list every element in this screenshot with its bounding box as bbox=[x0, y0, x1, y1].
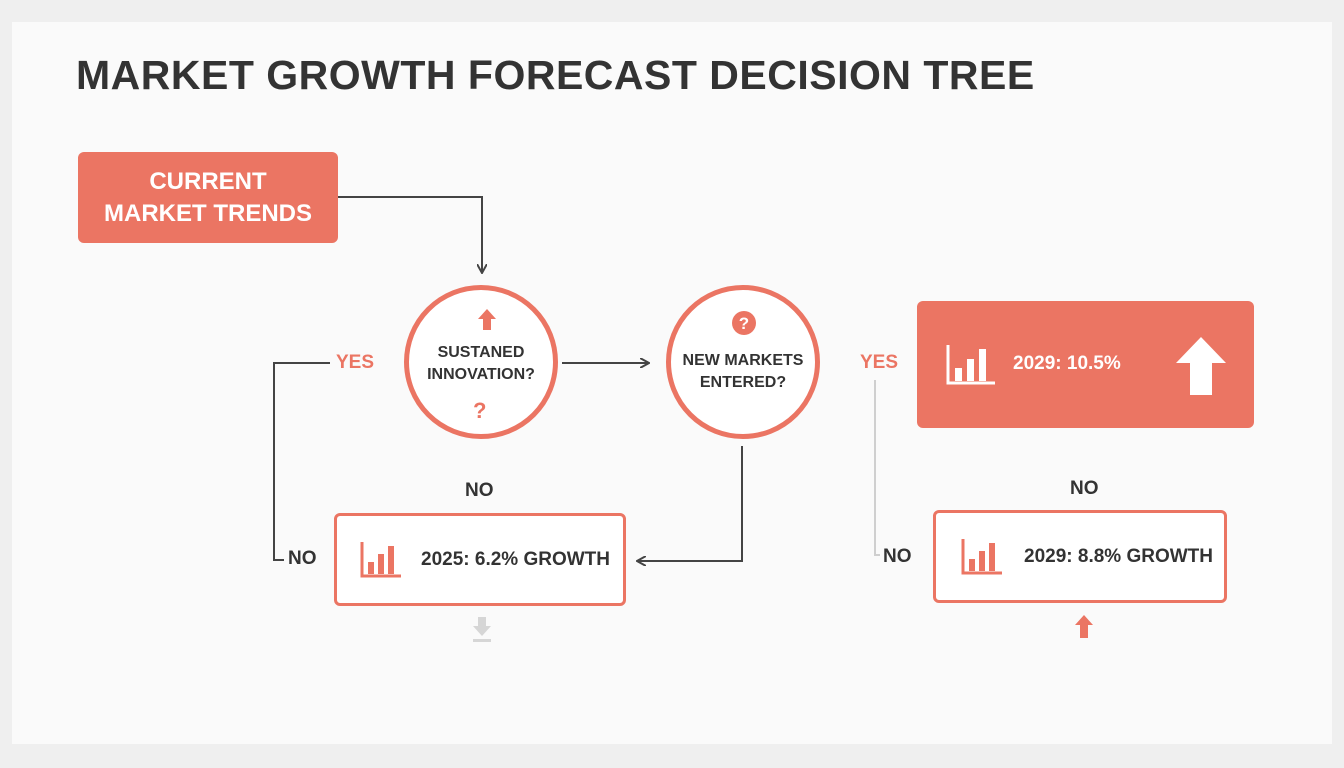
svg-text:?: ? bbox=[739, 314, 749, 333]
arrow-up-icon bbox=[478, 309, 496, 330]
decision-node-sustained-innovation: SUSTANED INNOVATION? ? bbox=[404, 285, 558, 439]
bar-chart-icon bbox=[961, 539, 1002, 575]
page-title: MARKET GROWTH FORECAST DECISION TREE bbox=[76, 52, 1035, 98]
start-node-line1: CURRENT bbox=[149, 167, 267, 195]
bar-chart-icon bbox=[360, 542, 401, 578]
decision2-line2: ENTERED? bbox=[699, 374, 787, 391]
outcome-mid-growth: 2029: 8.8% GROWTH bbox=[933, 510, 1227, 603]
outcome-low-growth: 2025: 6.2% GROWTH bbox=[334, 513, 626, 606]
question-mark-icon: ? bbox=[732, 311, 756, 335]
question-mark-icon: ? bbox=[473, 398, 487, 423]
connector-left-loop bbox=[273, 362, 330, 561]
connector-start-to-decision1 bbox=[338, 196, 482, 272]
arrow-down-icon bbox=[473, 617, 491, 642]
decision2-line1: NEW MARKETS bbox=[682, 352, 804, 369]
arrow-up-icon bbox=[1075, 615, 1093, 638]
outcome-low-text: 2025: 6.2% GROWTH bbox=[421, 549, 610, 570]
outcome-high-growth: 2029: 10.5% bbox=[917, 301, 1254, 428]
connector-decision2-to-low-outcome bbox=[638, 446, 743, 561]
outcome-high-text: 2029: 10.5% bbox=[1013, 353, 1121, 374]
decision1-line1: SUSTANED bbox=[437, 344, 525, 361]
start-node-line2: MARKET TRENDS bbox=[104, 199, 312, 227]
outcome-mid-text: 2029: 8.8% GROWTH bbox=[1024, 546, 1213, 567]
label-no-right: NO bbox=[883, 546, 912, 567]
label-yes-right: YES bbox=[860, 352, 899, 373]
label-no-right-top: NO bbox=[1070, 478, 1099, 499]
bar-chart-icon bbox=[946, 345, 995, 385]
decision1-line2: INNOVATION? bbox=[427, 366, 535, 383]
arrow-up-icon bbox=[1176, 337, 1226, 395]
decision-node-new-markets-entered: ? NEW MARKETS ENTERED? bbox=[666, 285, 820, 439]
label-no-left: NO bbox=[288, 548, 317, 569]
connector-right-muted bbox=[874, 380, 880, 556]
start-node-current-market-trends: CURRENT MARKET TRENDS bbox=[78, 152, 338, 243]
label-yes-left: YES bbox=[336, 352, 375, 373]
label-no-under-decision1: NO bbox=[465, 480, 494, 501]
